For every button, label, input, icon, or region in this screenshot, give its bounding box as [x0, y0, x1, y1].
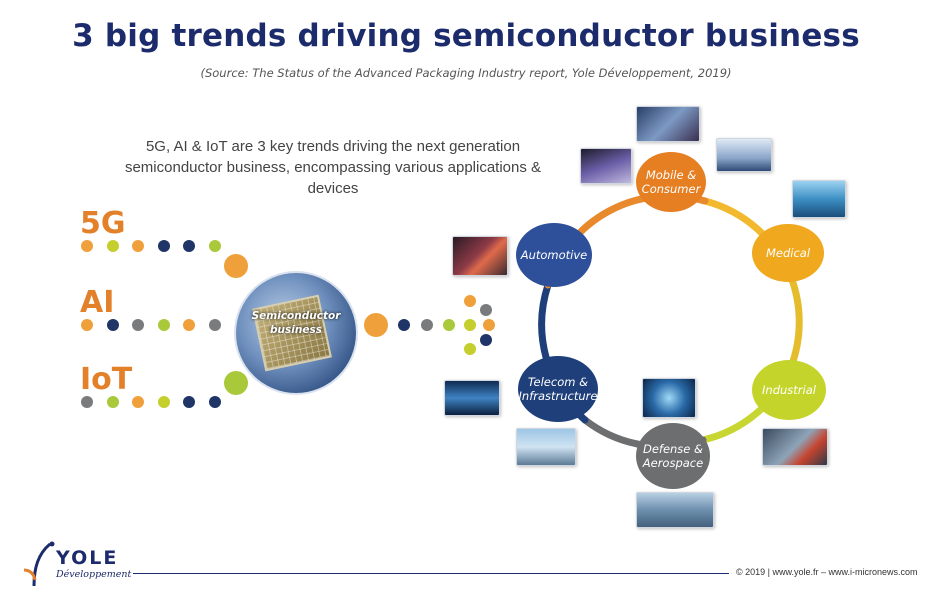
- node-industrial-label: Industrial: [762, 383, 816, 397]
- ring-arc-medical-industrial: [787, 273, 803, 371]
- vr-headset-image: [636, 106, 700, 142]
- satellite-globe-image: [642, 378, 696, 418]
- trail-dot: [106, 240, 119, 252]
- trail-dot: [224, 254, 248, 278]
- trail-dot: [157, 319, 170, 331]
- node-medical-label: Medical: [765, 246, 811, 260]
- trail-dot: [81, 396, 93, 408]
- data-center-image: [444, 380, 500, 416]
- trail-dot: [208, 319, 221, 331]
- trail-dot: [81, 319, 93, 331]
- trail-dot: [132, 319, 144, 331]
- node-mobile-consumer-label: Mobile & Consumer: [641, 168, 701, 196]
- smartphone-image: [580, 148, 632, 184]
- trail-dot: [464, 295, 476, 307]
- page-title: 3 big trends driving semiconductor busin…: [72, 18, 860, 54]
- node-industrial: Industrial: [752, 360, 826, 420]
- trail-dot: [480, 304, 492, 316]
- node-telecom-infrastructure-label: Telecom & Infrastructure: [518, 375, 598, 403]
- trail-dot: [132, 396, 144, 408]
- semiconductor-hub: Semiconductor business: [236, 273, 356, 393]
- node-defense-aerospace: Defense & Aerospace: [636, 423, 710, 489]
- fighter-jets-image: [636, 492, 714, 528]
- trail-dot: [464, 343, 476, 355]
- trail-dot: [443, 319, 455, 331]
- node-defense-aerospace-label: Defense & Aerospace: [642, 442, 704, 470]
- trail-dot: [398, 319, 410, 331]
- trend-iot-label: IoT: [80, 362, 133, 397]
- trail-dot: [157, 396, 170, 408]
- trail-dot: [364, 313, 388, 337]
- smart-speaker-image: [716, 138, 772, 172]
- intro-text: 5G, AI & IoT are 3 key trends driving th…: [124, 138, 542, 197]
- trend-ai-label: AI: [80, 285, 115, 320]
- node-mobile-consumer: Mobile & Consumer: [636, 152, 706, 212]
- trail-dot: [183, 319, 195, 331]
- node-automotive: Automotive: [516, 223, 592, 287]
- factory-robot-image: [762, 428, 828, 466]
- trend-5g-label: 5G: [80, 206, 126, 241]
- trail-dot: [464, 319, 476, 331]
- node-telecom-infrastructure: Telecom & Infrastructure: [518, 356, 598, 422]
- trail-dot: [480, 334, 492, 346]
- trail-dot: [208, 240, 221, 252]
- trail-dot: [421, 319, 433, 331]
- trail-dot: [106, 396, 119, 408]
- trail-dot: [208, 396, 221, 408]
- trail-dot: [183, 396, 195, 408]
- logo-wordmark: YOLE: [56, 547, 119, 569]
- telecom-tower-image: [516, 428, 576, 466]
- logo-subtitle: Développement: [56, 569, 132, 580]
- node-medical: Medical: [752, 224, 824, 282]
- footer-divider: [133, 573, 729, 574]
- trail-dot: [81, 240, 93, 252]
- medical-equipment-image: [792, 180, 846, 218]
- source-citation: (Source: The Status of the Advanced Pack…: [200, 66, 732, 80]
- trail-dot: [106, 319, 119, 331]
- footer-copyright: © 2019 | www.yole.fr – www.i-micronews.c…: [736, 567, 918, 577]
- node-automotive-label: Automotive: [520, 248, 588, 262]
- trail-dot: [132, 240, 144, 252]
- trail-dot: [224, 371, 248, 395]
- car-image: [452, 236, 508, 276]
- hub-label: Semiconductor business: [251, 310, 341, 336]
- trail-dot: [183, 240, 195, 252]
- trail-dot: [157, 240, 170, 252]
- yole-logo-icon: [23, 541, 55, 587]
- trail-dot: [483, 319, 495, 331]
